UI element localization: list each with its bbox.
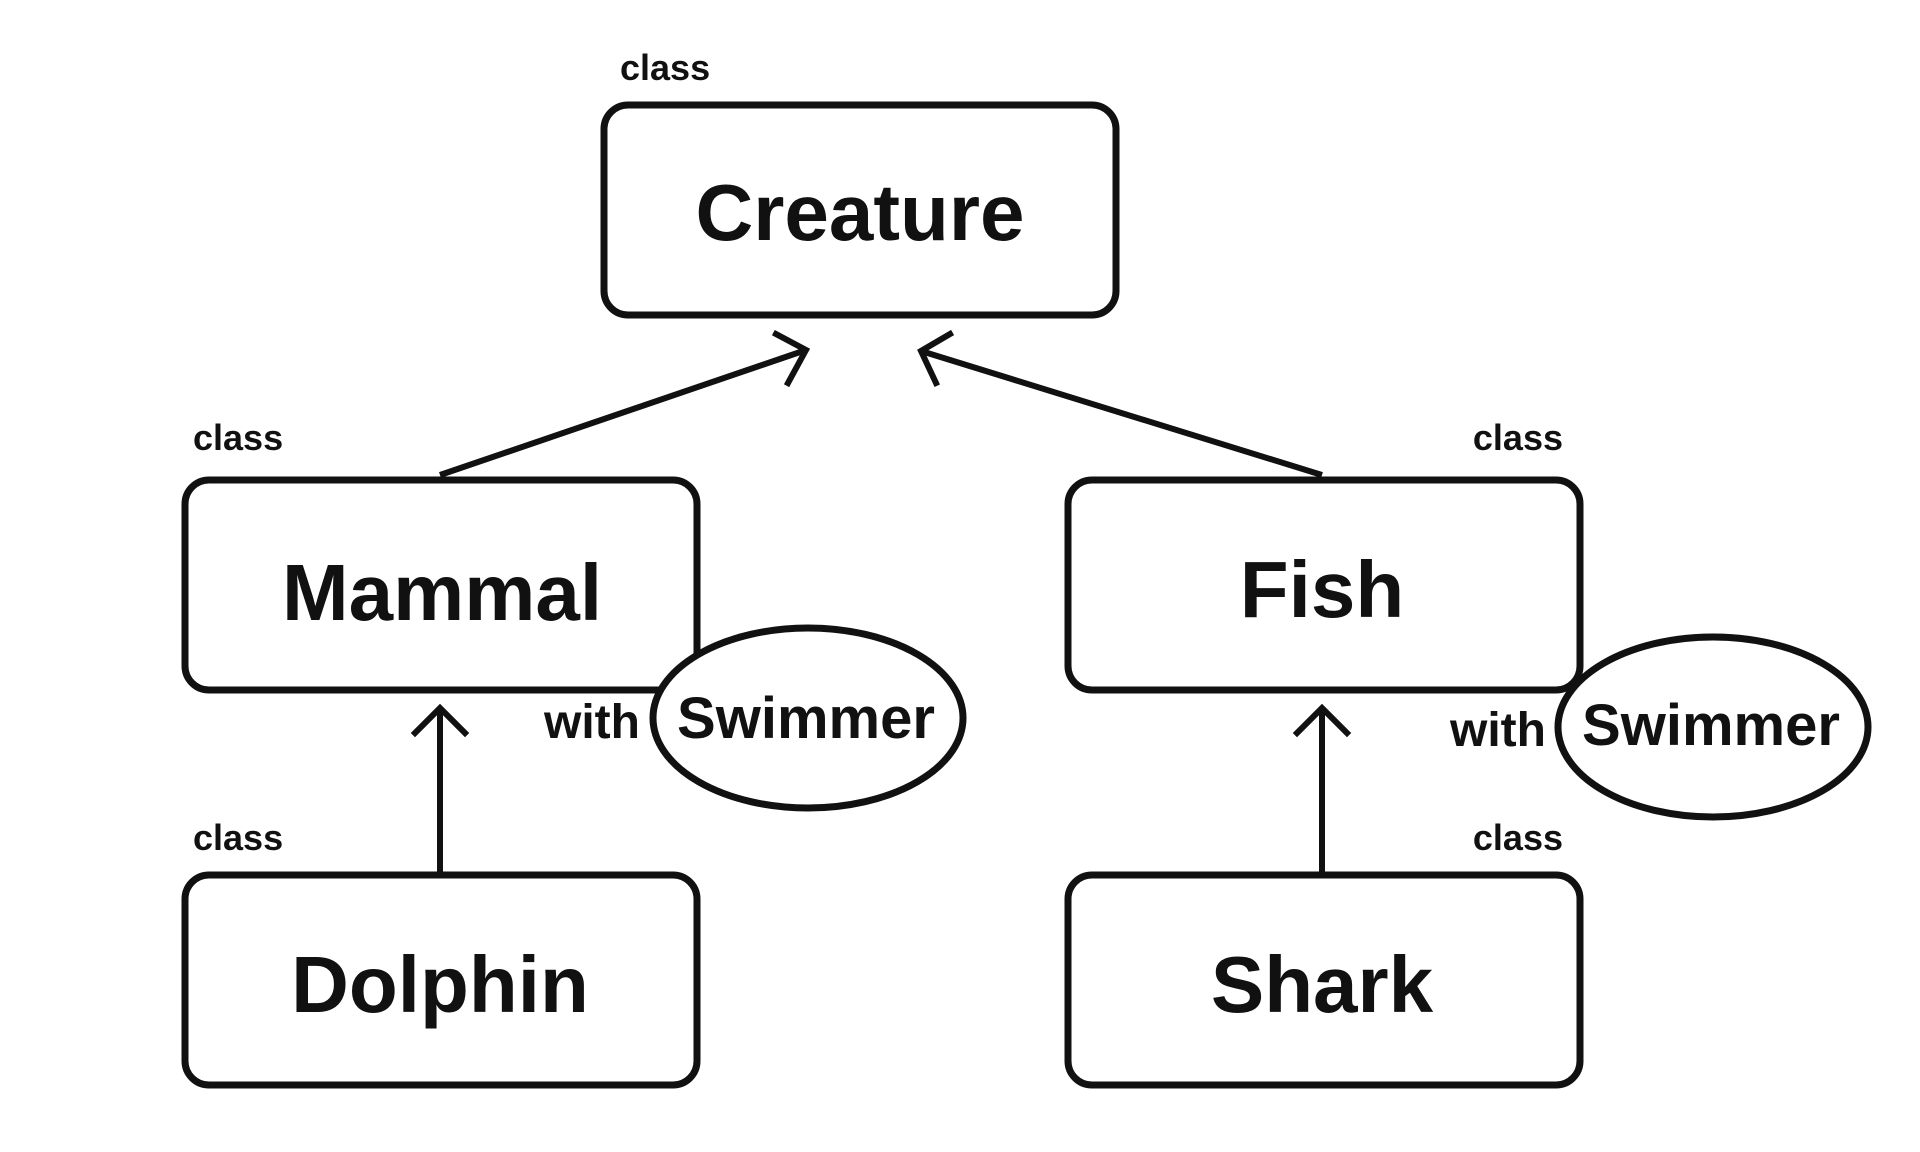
with-keyword-mammal: with [543,696,640,749]
with-keyword-fish: with [1449,704,1546,757]
class-box-shark [1064,871,1584,1089]
mixin-name-mammal: Swimmer [677,686,935,751]
arrowhead-fish-to-creature [917,329,955,387]
class-box-mammal [181,476,701,694]
stereotype-label-shark: class [1473,817,1563,858]
mixin-oval-fish [1554,633,1872,821]
class-name-fish: Fish [1240,545,1404,634]
class-name-creature: Creature [695,168,1024,257]
class-name-dolphin: Dolphin [291,940,589,1029]
stereotype-label-dolphin: class [193,817,283,858]
class-box-dolphin [181,871,701,1089]
edge-mammal-to-creature [439,347,807,478]
edge-fish-to-creature [920,348,1323,478]
class-shark: class Shark [1064,817,1584,1089]
arrowhead-dolphin-to-mammal [410,703,470,738]
class-fish: class Fish [1064,417,1584,694]
inheritance-edges [410,329,1352,873]
stereotype-label-mammal: class [193,417,283,458]
class-box-fish [1064,476,1584,694]
class-name-shark: Shark [1211,940,1434,1029]
stereotype-label-creature: class [620,47,710,88]
mixin-name-fish: Swimmer [1582,693,1840,758]
arrowhead-mammal-to-creature [771,329,811,388]
stereotype-label-fish: class [1473,417,1563,458]
class-box-creature [600,101,1120,319]
arrowhead-shark-to-fish [1292,703,1352,738]
class-name-mammal: Mammal [282,548,602,637]
class-mammal: class Mammal [181,417,701,694]
class-dolphin: class Dolphin [181,817,701,1089]
mixin-mammal-swimmer: with Swimmer [543,624,967,812]
mixin-oval-mammal [649,624,967,812]
mixin-fish-swimmer: with Swimmer [1449,633,1872,821]
class-creature: class Creature [600,47,1120,319]
